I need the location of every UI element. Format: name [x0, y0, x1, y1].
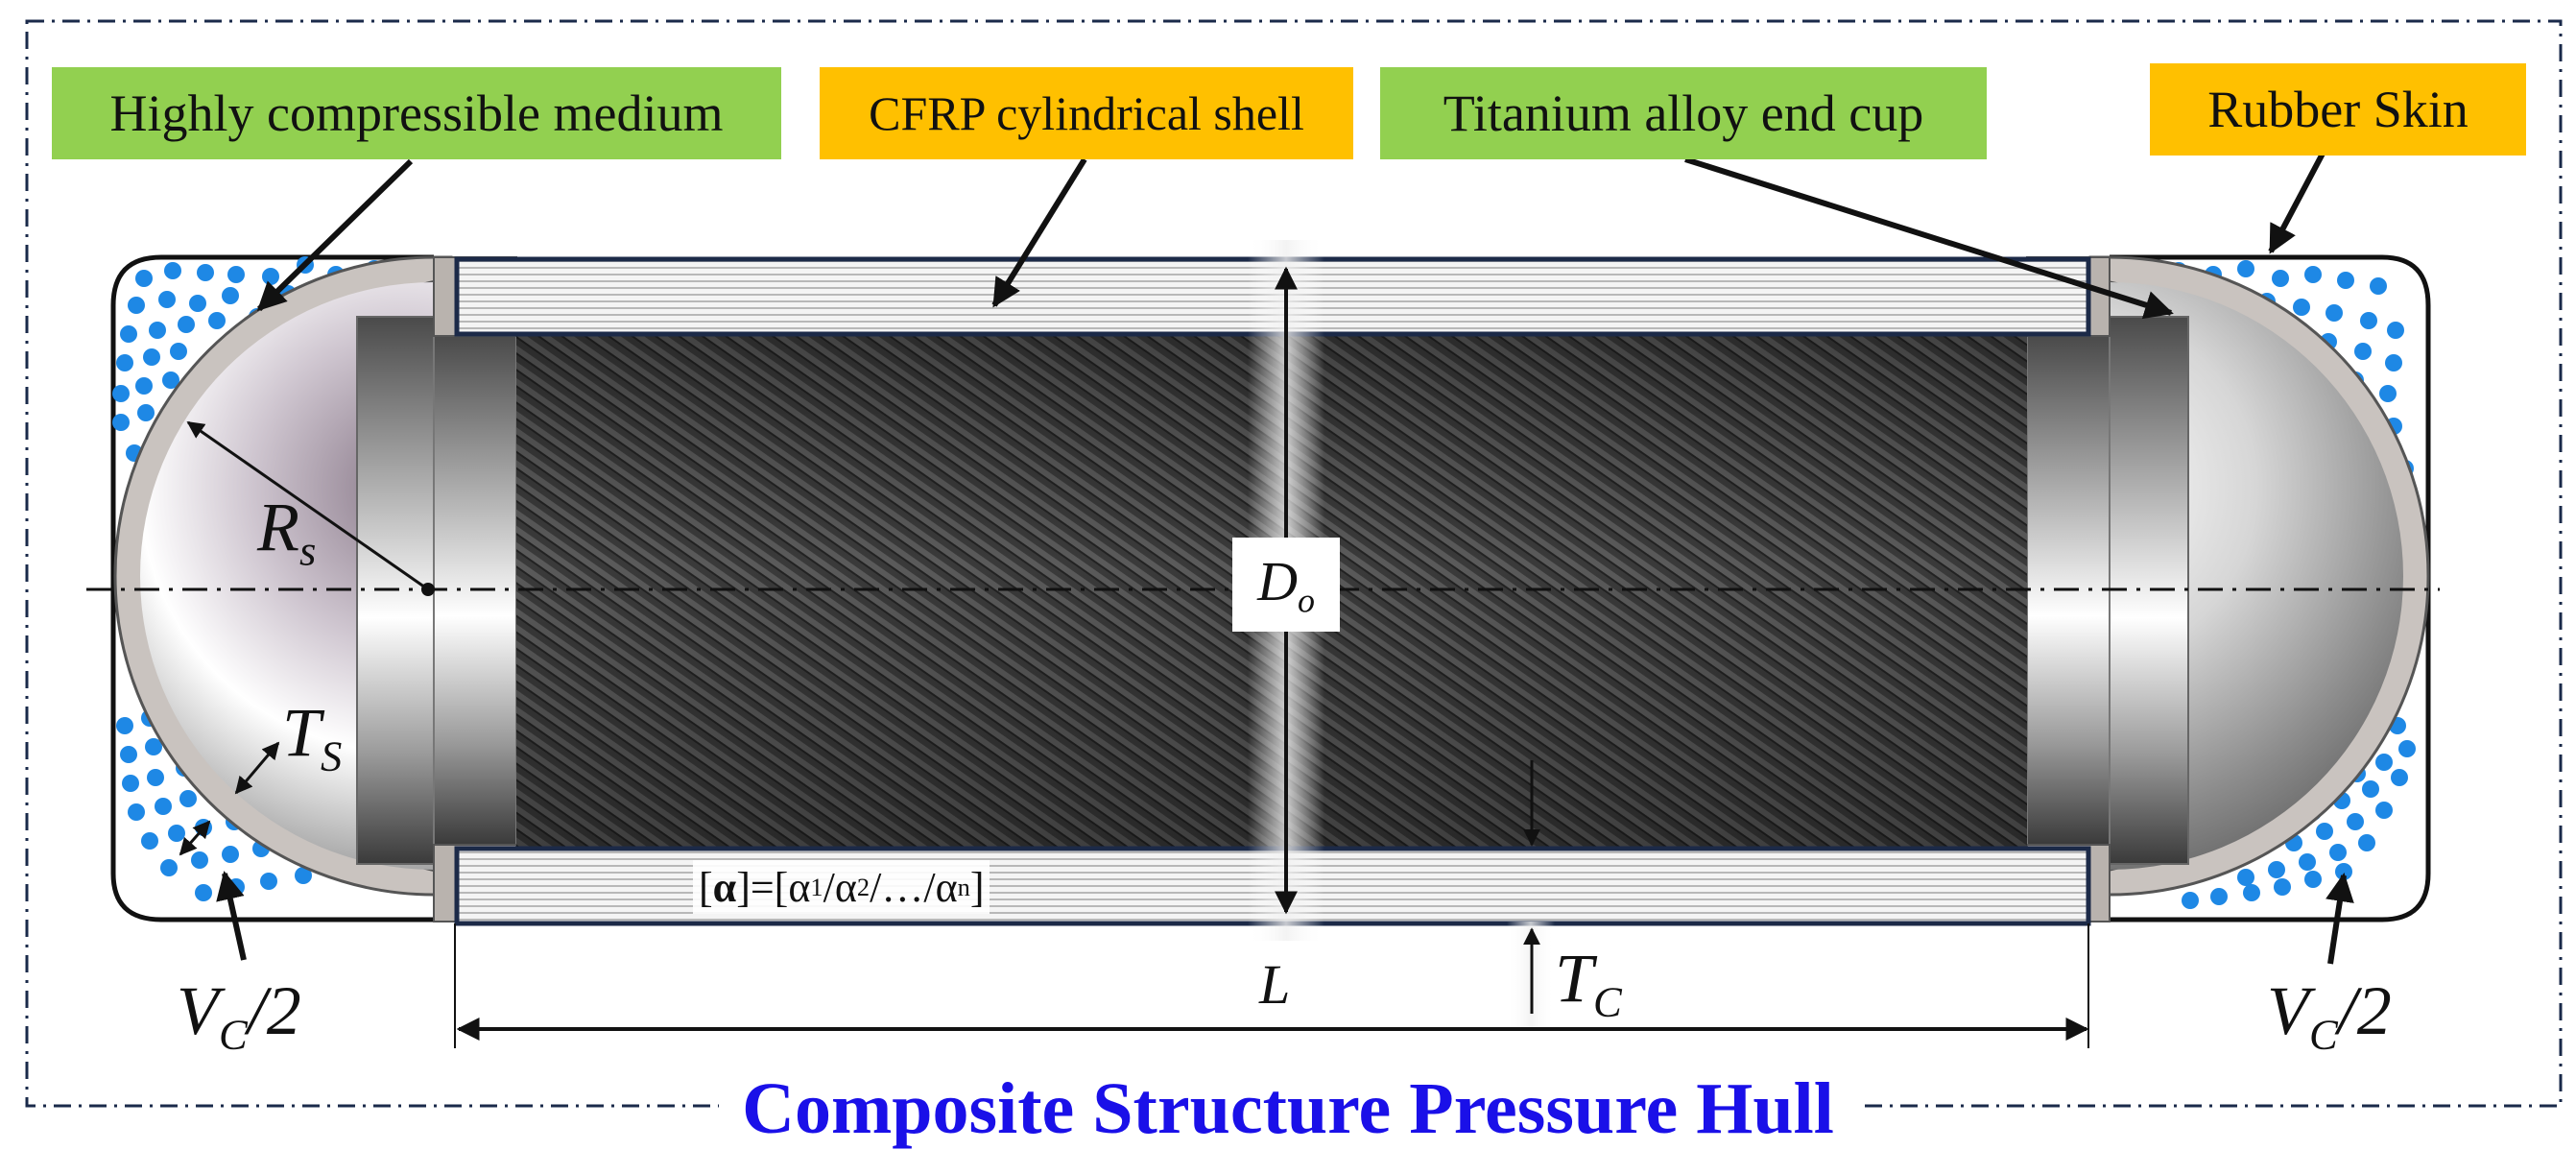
medium-dot — [295, 867, 312, 884]
medium-dot — [2398, 740, 2416, 757]
medium-dot — [2326, 304, 2343, 322]
medium-dot — [137, 404, 155, 421]
medium-dot — [2387, 322, 2404, 339]
medium-dot — [197, 264, 214, 281]
medium-dot — [227, 266, 245, 283]
callout-medium-arrow — [256, 158, 414, 312]
symbol-vc-left: VC/2 — [177, 972, 301, 1059]
medium-dot — [262, 268, 279, 285]
label-titanium-alloy-end-cup: Titanium alloy end cup — [1380, 67, 1987, 159]
medium-dot — [2375, 754, 2393, 771]
medium-dot — [162, 371, 179, 389]
medium-dot — [155, 798, 172, 815]
symbol-tc: TC — [1555, 940, 1622, 1026]
medium-dot — [2347, 813, 2364, 830]
symbol-do-box: Do — [1232, 538, 1340, 632]
ts-arrow-lower — [179, 820, 211, 856]
medium-dot — [2274, 878, 2291, 896]
medium-dot — [164, 262, 181, 279]
medium-dot — [2243, 884, 2260, 901]
medium-dot — [2329, 844, 2347, 861]
medium-dot — [2391, 769, 2408, 786]
medium-dot — [135, 377, 153, 395]
vc-left-arrow — [216, 871, 247, 961]
label-rubber-skin: Rubber Skin — [2150, 63, 2526, 156]
medium-dot — [178, 316, 195, 333]
center-point — [421, 583, 435, 596]
diagram-title: Composite Structure Pressure Hull — [0, 1067, 2576, 1151]
symbol-rs: Rs — [257, 489, 317, 575]
medium-dot — [122, 775, 139, 792]
symbol-ts: TS — [282, 694, 343, 780]
callout-skin-arrow — [2268, 152, 2326, 254]
medium-dot — [2354, 343, 2372, 360]
medium-dot — [2337, 272, 2354, 289]
medium-dot — [2272, 270, 2289, 287]
medium-dot — [145, 738, 162, 755]
medium-dot — [147, 769, 164, 786]
medium-dot — [2237, 260, 2254, 277]
medium-dot — [112, 414, 130, 431]
medium-dot — [158, 291, 176, 308]
medium-dot — [128, 297, 145, 314]
medium-dot — [2362, 780, 2379, 798]
medium-dot — [2210, 888, 2228, 905]
medium-dot — [2293, 299, 2310, 316]
medium-dot — [143, 348, 160, 366]
medium-dot — [2316, 823, 2333, 840]
medium-dot — [208, 312, 226, 329]
medium-dot — [179, 790, 197, 807]
medium-dot — [2360, 312, 2377, 329]
medium-dot — [2268, 861, 2285, 878]
medium-dot — [2304, 871, 2322, 888]
vc-right-arrow — [2326, 873, 2354, 965]
medium-dot — [2379, 385, 2397, 402]
label-cfrp-cylindrical-shell: CFRP cylindrical shell — [820, 67, 1353, 159]
medium-dot — [120, 746, 137, 763]
label-highly-compressible-medium: Highly compressible medium — [52, 67, 781, 159]
medium-dot — [168, 825, 185, 842]
rs-radius-line — [186, 420, 429, 591]
callout-shell-arrow — [991, 157, 1087, 308]
medium-dot — [2304, 266, 2322, 283]
medium-dot — [2237, 869, 2254, 886]
medium-dot — [120, 325, 137, 343]
medium-dot — [189, 295, 206, 312]
ts-arrow — [234, 741, 280, 795]
medium-dot — [2385, 354, 2402, 371]
medium-dot — [222, 846, 239, 863]
medium-dot — [191, 851, 208, 869]
medium-dot — [116, 354, 133, 371]
medium-dot — [2375, 802, 2393, 819]
medium-dot — [2358, 834, 2375, 851]
medium-dot — [2370, 277, 2387, 295]
medium-dot — [222, 287, 239, 304]
medium-dot — [2182, 892, 2199, 909]
callout-endcup-arrow — [1684, 156, 2174, 320]
medium-dot — [195, 884, 212, 901]
medium-dot — [128, 803, 145, 821]
medium-dot — [170, 343, 187, 360]
medium-dot — [2299, 853, 2316, 871]
symbol-vc-right: VC/2 — [2267, 972, 2392, 1059]
medium-dot — [260, 873, 277, 890]
medium-dot — [135, 270, 153, 287]
medium-dot — [149, 322, 166, 339]
medium-dot — [160, 859, 178, 876]
medium-dot — [116, 717, 133, 734]
medium-dot — [141, 832, 158, 850]
symbol-l: L — [1259, 953, 1291, 1016]
medium-dot — [112, 385, 130, 402]
